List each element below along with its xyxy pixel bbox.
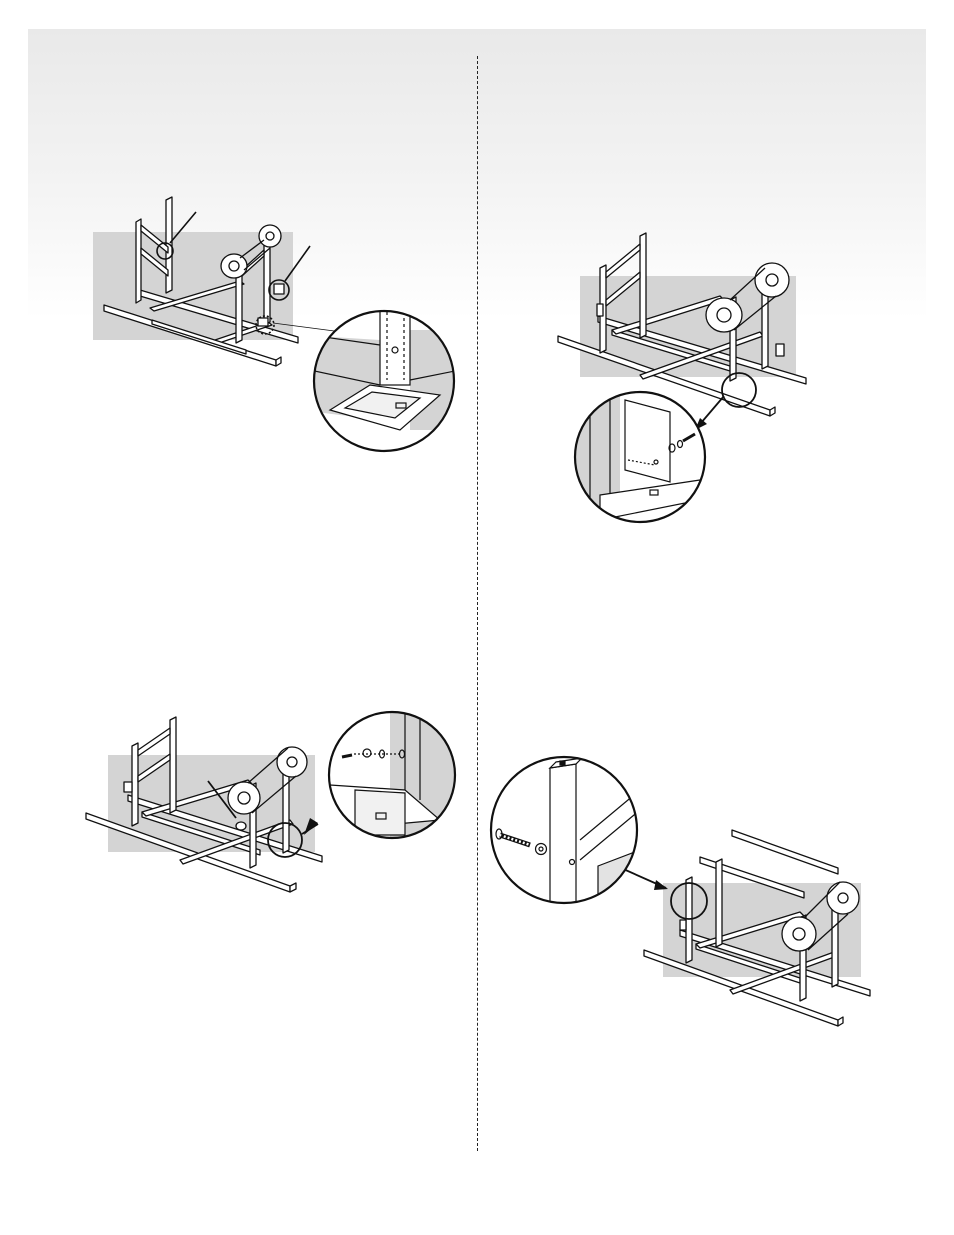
figure-4-illustration <box>0 0 954 1235</box>
manual-page <box>0 0 954 1235</box>
